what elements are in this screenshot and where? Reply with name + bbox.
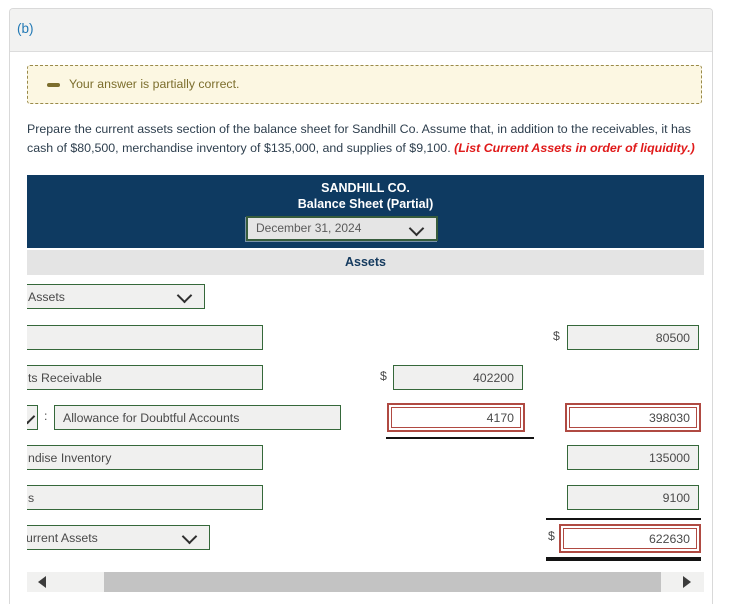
statement-title: Balance Sheet (Partial) [297, 197, 434, 211]
chevron-down-icon [27, 408, 36, 425]
total-dollar-sign: $ [548, 529, 555, 543]
receivable-net-amount-value: 398030 [569, 407, 697, 428]
allowance-label-value: Allowance for Doubtful Accounts [63, 410, 240, 425]
supplies-label-input[interactable]: s [27, 485, 263, 510]
middle-column-rule [386, 437, 534, 439]
allowance-amount-incorrect[interactable]: 4170 [387, 403, 525, 432]
chevron-down-icon [176, 287, 193, 304]
minus-icon [47, 83, 60, 87]
card-header: (b) [10, 9, 712, 52]
scroll-right-arrow-icon[interactable] [683, 576, 691, 588]
allowance-label-input[interactable]: Allowance for Doubtful Accounts [54, 405, 341, 430]
instruction-text: Prepare the current assets section of th… [27, 120, 705, 158]
receivable-label-value: ts Receivable [28, 370, 102, 385]
date-dropdown[interactable]: December 31, 2024 [246, 216, 438, 241]
scrollbar-thumb[interactable] [104, 572, 661, 592]
inventory-amount-input[interactable]: 135000 [567, 445, 699, 470]
cash-amount-value: 80500 [655, 330, 690, 345]
section-dropdown[interactable]: Assets [27, 284, 205, 309]
company-name: SANDHILL CO. [321, 181, 410, 195]
chevron-down-icon [181, 528, 198, 545]
supplies-amount-value: 9100 [662, 490, 690, 505]
cash-amount-input[interactable]: 80500 [567, 325, 699, 350]
receivable-amount-input[interactable]: 402200 [393, 365, 523, 390]
total-double-rule [546, 557, 701, 561]
cash-dollar-sign: $ [553, 329, 560, 343]
total-dropdown-value: urrent Assets [27, 530, 98, 545]
supplies-label-value: s [28, 490, 35, 505]
horizontal-scrollbar[interactable] [27, 572, 704, 592]
receivable-amount-value: 402200 [472, 370, 514, 385]
scroll-left-arrow-icon[interactable] [38, 576, 46, 588]
inventory-amount-value: 135000 [648, 450, 690, 465]
exercise-card: (b) Your answer is partially correct. Pr… [9, 8, 713, 604]
total-dropdown[interactable]: urrent Assets [27, 525, 210, 550]
instruction-main: Prepare the current assets section of th… [27, 122, 691, 155]
statement-header: SANDHILL CO. Balance Sheet (Partial) Dec… [27, 175, 704, 248]
part-label: (b) [17, 21, 34, 36]
inventory-label-value: ndise Inventory [28, 450, 112, 465]
chevron-down-icon [408, 220, 425, 237]
total-amount-incorrect[interactable]: 622630 [559, 524, 701, 553]
total-amount-value: 622630 [563, 528, 697, 549]
subtotal-rule [546, 518, 701, 520]
feedback-banner: Your answer is partially correct. [27, 65, 702, 104]
receivable-dollar-sign: $ [380, 369, 387, 383]
allowance-sign-dropdown[interactable] [27, 405, 38, 430]
section-dropdown-value: Assets [28, 289, 65, 304]
receivable-label-input[interactable]: ts Receivable [27, 365, 263, 390]
allowance-amount-value: 4170 [391, 407, 521, 428]
supplies-amount-input[interactable]: 9100 [567, 485, 699, 510]
balance-sheet-grid: Assets $ 80500 ts Receivable $ 402200 : … [27, 281, 704, 572]
cash-label-input[interactable] [27, 325, 263, 350]
instruction-liquidity-note: (List Current Assets in order of liquidi… [454, 141, 695, 155]
feedback-message: Your answer is partially correct. [69, 77, 240, 91]
inventory-label-input[interactable]: ndise Inventory [27, 445, 263, 470]
receivable-net-amount-incorrect[interactable]: 398030 [565, 403, 701, 432]
assets-section-header: Assets [27, 250, 704, 275]
date-dropdown-value: December 31, 2024 [256, 221, 362, 235]
allowance-colon: : [44, 409, 48, 423]
